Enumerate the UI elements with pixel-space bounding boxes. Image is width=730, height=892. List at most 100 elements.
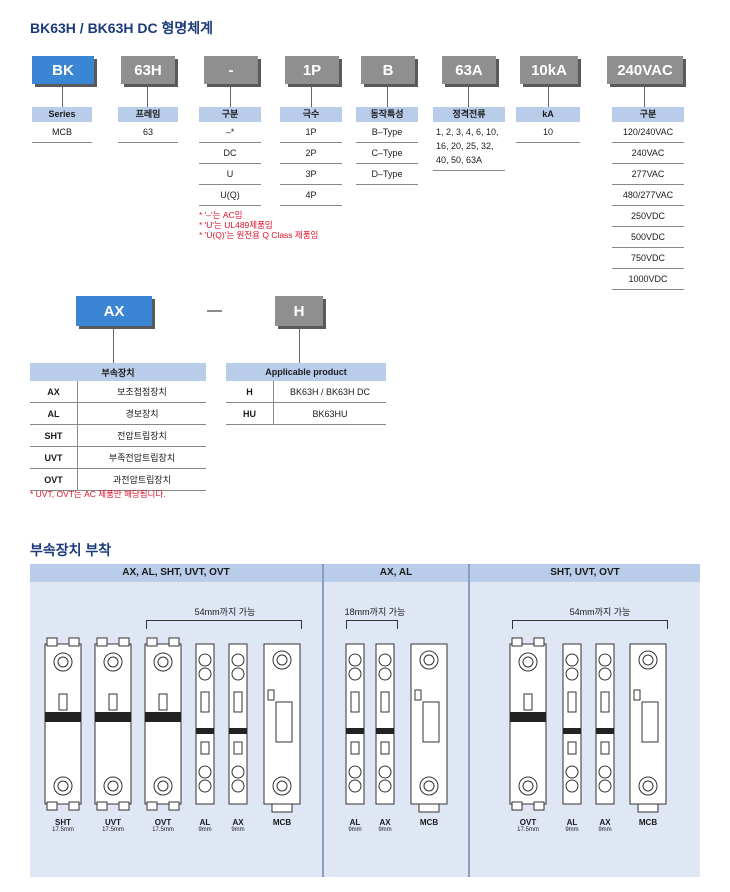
section-title: 부속장치 부착 xyxy=(30,542,112,558)
device-width: 17.5mm xyxy=(52,827,74,833)
device-label: MCB xyxy=(257,818,307,827)
acc-desc: 과전압트립장치 xyxy=(77,468,206,491)
column-cell: 1000VDC xyxy=(612,269,684,290)
bracket xyxy=(512,620,668,629)
device-name: MCB xyxy=(638,818,658,827)
panel-header: AX, AL xyxy=(324,564,468,582)
code-box-frame: 63H xyxy=(121,56,175,84)
ax-device xyxy=(375,643,395,805)
device-width: 17.5mm xyxy=(517,827,539,833)
device-name: MCB xyxy=(419,818,439,827)
ovt-device xyxy=(144,637,182,811)
column-cell: DC xyxy=(199,143,261,164)
prod-desc: BK63HU xyxy=(273,402,386,425)
code-box-ka: 10kA xyxy=(520,56,578,84)
device-drawings xyxy=(44,637,667,813)
column-curve: 동작특성 B–Type C–Type D–Type xyxy=(356,107,418,185)
code-box-curve: B xyxy=(361,56,415,84)
panel-header: AX, AL, SHT, UVT, OVT xyxy=(30,564,322,582)
device-label: MCB xyxy=(623,818,673,827)
column-cell: U xyxy=(199,164,261,185)
column-frame: 프레임 63 xyxy=(118,107,178,143)
column-cell: 750VDC xyxy=(612,248,684,269)
device-width: 17.5mm xyxy=(102,827,124,833)
acc-code: AX xyxy=(30,381,78,403)
device-name: AL xyxy=(566,818,578,827)
device-name: AX xyxy=(232,818,244,827)
code-box-current: 63A xyxy=(442,56,496,84)
column-current: 정격전류 1, 2, 3, 4, 6, 10, 16, 20, 25, 32, … xyxy=(433,107,505,171)
column-header: kA xyxy=(516,107,580,122)
bracket-label: 54mm까지 가능 xyxy=(569,607,631,617)
attachment-panel: AX, AL, SHT, UVT, OVT AX, AL SHT, UVT, O… xyxy=(30,564,700,877)
acc-desc: 전압트립장치 xyxy=(77,424,206,447)
column-cell: C–Type xyxy=(356,143,418,164)
column-cell: 480/277VAC xyxy=(612,185,684,206)
sht-device xyxy=(44,637,82,811)
acc-code: UVT xyxy=(30,446,78,469)
device-width: 9mm xyxy=(198,827,212,833)
column-header: 구분 xyxy=(612,107,684,122)
column-cell: D–Type xyxy=(356,164,418,185)
al-device xyxy=(562,643,582,805)
column-cell: B–Type xyxy=(356,122,418,143)
column-cell: 3P xyxy=(280,164,342,185)
column-header: 프레임 xyxy=(118,107,178,122)
column-cell: 277VAC xyxy=(612,164,684,185)
column-header: 동작특성 xyxy=(356,107,418,122)
column-header: Series xyxy=(32,107,92,122)
bracket xyxy=(346,620,398,629)
uvt-ovt-note: * UVT, OVT는 AC 제품만 해당됩니다. xyxy=(30,489,166,499)
device-width: 17.5mm xyxy=(152,827,174,833)
current-line: 40, 50, 63A xyxy=(436,155,483,165)
note-line: * 'U(Q)'는 원전용 Q Class 제품임 xyxy=(199,230,319,240)
code-box-type: - xyxy=(204,56,258,84)
device-width: 9mm xyxy=(598,827,612,833)
panel-header: SHT, UVT, OVT xyxy=(470,564,700,582)
ovt-device xyxy=(509,637,547,811)
page-title: BK63H / BK63H DC 형명체계 xyxy=(30,20,213,36)
device-width: 9mm xyxy=(378,827,392,833)
column-cell: 240VAC xyxy=(612,143,684,164)
device-name: AL xyxy=(199,818,211,827)
dash: — xyxy=(207,302,222,319)
column-header: 극수 xyxy=(280,107,342,122)
column-series: Series MCB xyxy=(32,107,92,143)
current-line: 16, 20, 25, 32, xyxy=(436,141,494,151)
device-name: OVT xyxy=(154,818,172,827)
prod-desc: BK63H / BK63H DC xyxy=(273,381,386,403)
type-notes: * '–'는 AC임 * 'U'는 UL489제품임 * 'U(Q)'는 원전용… xyxy=(199,210,318,240)
column-cell: –* xyxy=(199,122,261,143)
note-line: * '–'는 AC임 xyxy=(199,210,243,220)
device-name: AL xyxy=(349,818,361,827)
mcb-device xyxy=(263,643,301,813)
column-header: 정격전류 xyxy=(433,107,505,122)
device-name: SHT xyxy=(55,818,71,827)
device-name: MCB xyxy=(272,818,292,827)
column-cell: 1P xyxy=(280,122,342,143)
device-width: 9mm xyxy=(565,827,579,833)
column-ka: kA 10 xyxy=(516,107,580,143)
mcb-device xyxy=(410,643,448,813)
note-line: * 'U'는 UL489제품임 xyxy=(199,220,273,230)
device-name: AX xyxy=(379,818,391,827)
column-voltage: 구분 120/240VAC 240VAC 277VAC 480/277VAC 2… xyxy=(612,107,684,290)
column-cell: U(Q) xyxy=(199,185,261,206)
bracket-label: 54mm까지 가능 xyxy=(194,607,256,617)
column-cell: 2P xyxy=(280,143,342,164)
prod-code: HU xyxy=(226,402,274,425)
column-cell: 10 xyxy=(516,122,580,143)
acc-desc: 부족전압트립장치 xyxy=(77,446,206,469)
